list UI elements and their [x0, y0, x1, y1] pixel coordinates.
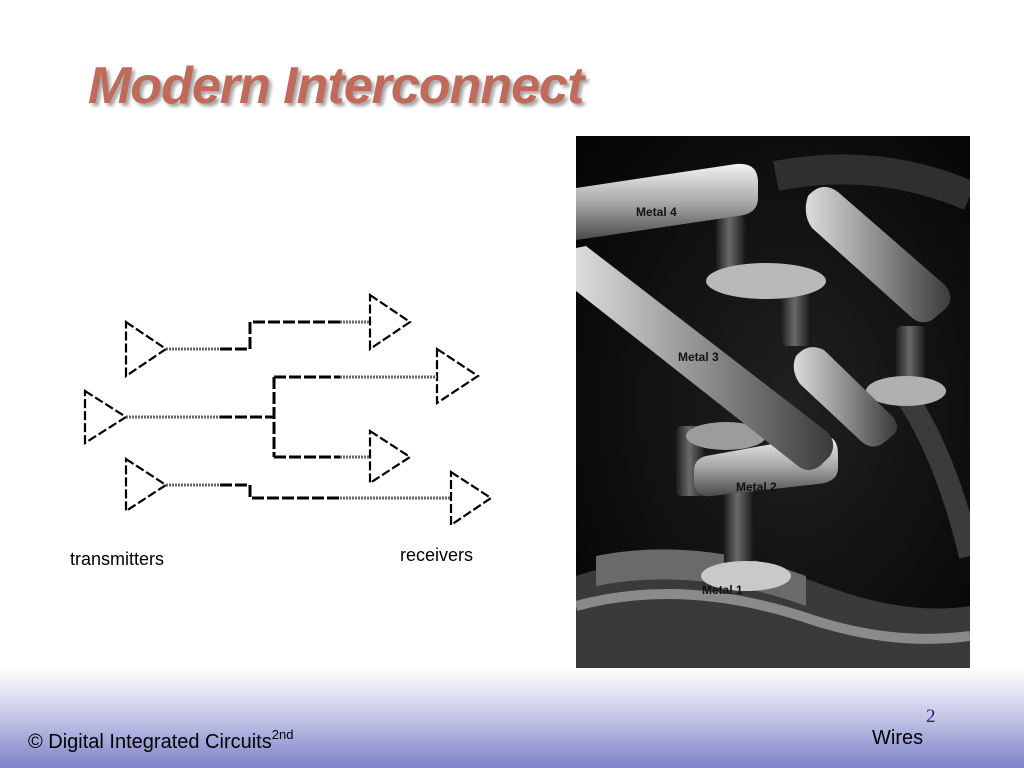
transmitter-3: [124, 456, 169, 514]
receiver-4: [449, 469, 493, 528]
copyright-edition: 2nd: [271, 727, 294, 742]
interconnect-micrograph: Metal 4 Metal 3 Metal 2 Metal 1: [576, 136, 970, 674]
interconnect-diagram: [83, 292, 493, 528]
wire-1-thick: [220, 320, 340, 351]
photo-label-metal-1: Metal 1: [702, 583, 743, 597]
section-label: Wires: [872, 727, 924, 749]
page-number: 2: [926, 706, 936, 727]
footer-band: [0, 668, 1024, 768]
photo-label-metal-2: Metal 2: [736, 480, 777, 494]
copyright-text: © Digital Integrated Circuits: [28, 731, 272, 753]
receiver-2: [435, 346, 481, 406]
receiver-1: [368, 292, 412, 352]
slide-title: Modern Interconnect: [88, 57, 584, 115]
photo-label-metal-4: Metal 4: [636, 205, 677, 219]
photo-label-metal-3: Metal 3: [678, 350, 719, 364]
wire-2-thick: [220, 375, 340, 459]
receiver-3: [368, 428, 413, 486]
wire-3-thick: [220, 483, 340, 500]
copyright: © Digital Integrated Circuits2nd: [28, 727, 293, 754]
transmitters-caption: transmitters: [70, 549, 165, 569]
transmitter-1: [124, 319, 168, 379]
transmitter-2: [83, 388, 129, 446]
receivers-caption: receivers: [400, 545, 474, 565]
